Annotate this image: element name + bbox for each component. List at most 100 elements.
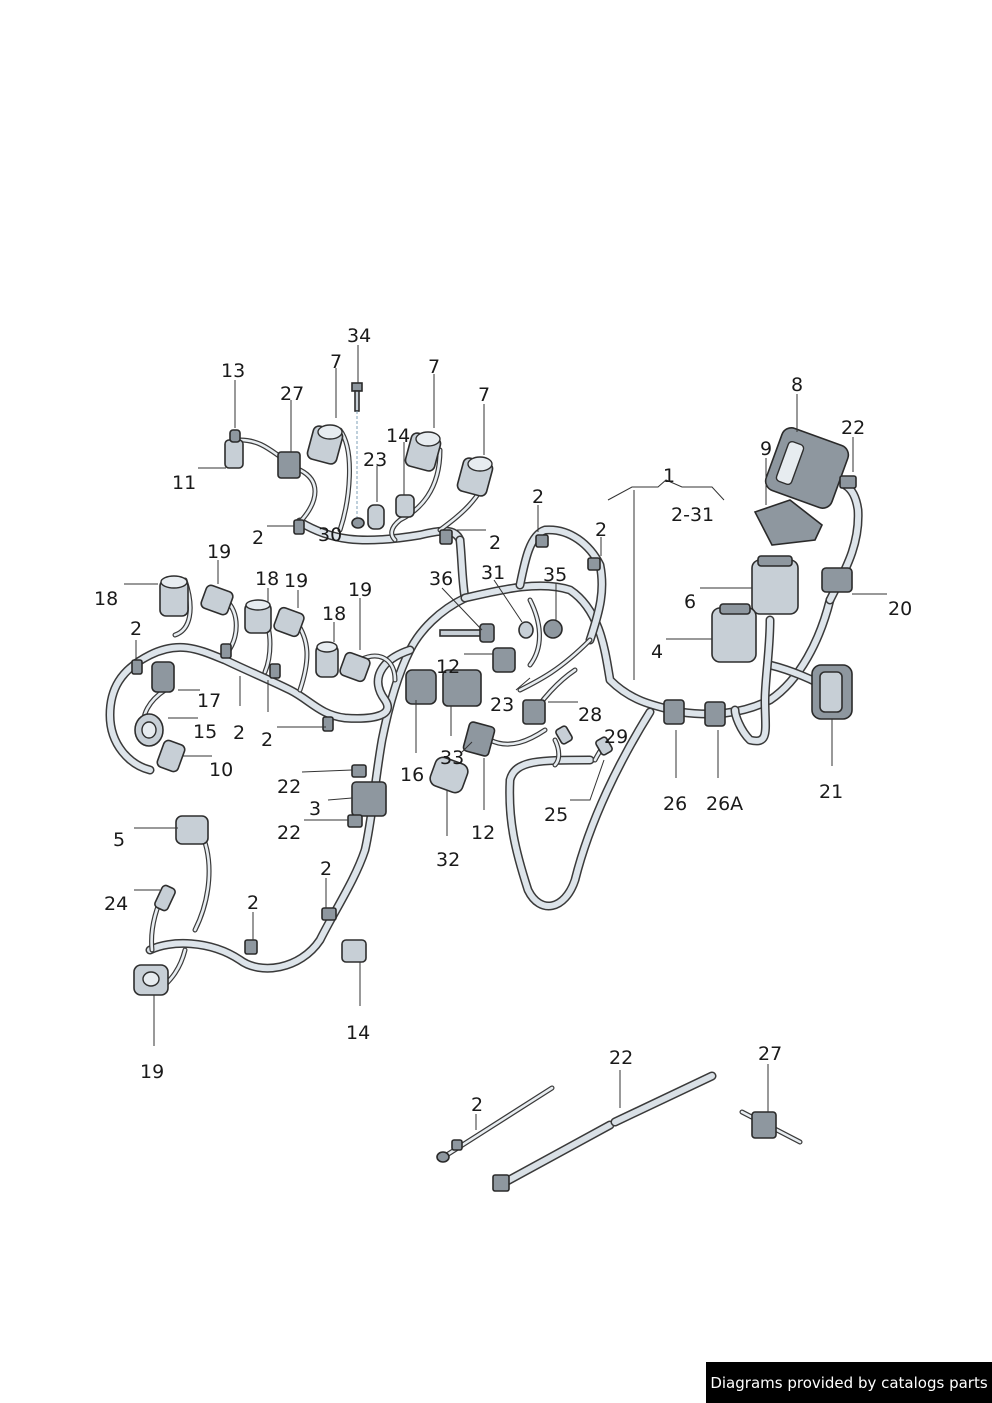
callout-2e: 2 xyxy=(130,618,142,640)
sensor-14 xyxy=(395,494,415,518)
loose-clip-2 xyxy=(436,1085,555,1163)
callout-8: 8 xyxy=(791,374,803,396)
callout-11: 11 xyxy=(172,472,196,494)
callout-18b: 18 xyxy=(255,568,279,590)
callout-10: 10 xyxy=(209,759,233,781)
callout-12a: 12 xyxy=(436,656,460,678)
components xyxy=(131,382,857,1192)
callout-22b: 22 xyxy=(277,776,301,798)
callout-14a: 14 xyxy=(386,425,410,447)
callout-27: 27 xyxy=(280,383,304,405)
cover-9 xyxy=(753,499,823,546)
callout-22d: 22 xyxy=(609,1047,633,1069)
callout-24: 24 xyxy=(104,893,128,915)
callout-19b: 19 xyxy=(284,570,308,592)
callout-2i: 2 xyxy=(247,892,259,914)
callout-1: 1 xyxy=(663,465,675,487)
tie-22b xyxy=(347,814,363,828)
callout-13: 13 xyxy=(221,360,245,382)
connector-26a xyxy=(704,701,726,727)
callout-17: 17 xyxy=(197,690,221,712)
callout-7a: 7 xyxy=(330,351,342,373)
connector-14 xyxy=(341,939,367,963)
callout-18c: 18 xyxy=(322,603,346,625)
brackets-2 xyxy=(131,519,601,955)
callout-27b: 27 xyxy=(758,1043,782,1065)
sensor-10 xyxy=(156,739,186,773)
connector-26 xyxy=(663,699,685,725)
clip-30 xyxy=(351,517,365,529)
callout-35: 35 xyxy=(543,564,567,586)
ignition-coil-7a xyxy=(306,424,344,465)
callout-3: 3 xyxy=(309,798,321,820)
callout-2c: 2 xyxy=(532,486,544,508)
callout-9: 9 xyxy=(760,438,772,460)
callout-2g: 2 xyxy=(261,729,273,751)
callout-36: 36 xyxy=(429,568,453,590)
callout-33: 33 xyxy=(440,747,464,769)
callout-2d: 2 xyxy=(595,519,607,541)
callout-23a: 23 xyxy=(363,449,387,471)
callout-18a: 18 xyxy=(94,588,118,610)
connector-5 xyxy=(175,815,209,845)
terminal-24 xyxy=(154,884,176,912)
sensor-29 xyxy=(595,736,613,756)
callout-6: 6 xyxy=(684,591,696,613)
tie-22a xyxy=(351,764,367,778)
clip-27 xyxy=(739,1109,803,1145)
callout-26a: 26A xyxy=(706,793,743,815)
ignition-coil-7c xyxy=(456,456,494,497)
callout-2j: 2 xyxy=(471,1094,483,1116)
callout-16: 16 xyxy=(400,764,424,786)
sensor-19b xyxy=(273,606,305,638)
callout-2b: 2 xyxy=(489,532,501,554)
sensor-15 xyxy=(134,713,164,747)
attribution-text: Diagrams provided by catalogs parts xyxy=(710,1373,988,1392)
relay-6 xyxy=(751,555,799,615)
sensor-18a xyxy=(159,575,189,617)
callout-20: 20 xyxy=(888,598,912,620)
sensor-19c xyxy=(339,651,371,683)
callout-7b: 7 xyxy=(428,356,440,378)
cover-12 xyxy=(442,669,482,707)
sensor-13 xyxy=(224,429,244,469)
callout-34: 34 xyxy=(347,325,371,347)
callout-25: 25 xyxy=(544,804,568,826)
terminal-25 xyxy=(555,725,573,745)
callout-labels: 34 13 27 7 7 7 14 23 11 2 30 2 1 2-31 2 … xyxy=(94,325,912,1116)
callout-28: 28 xyxy=(578,704,602,726)
callout-21: 21 xyxy=(819,781,843,803)
tie-22c xyxy=(839,475,857,489)
callout-4: 4 xyxy=(651,641,663,663)
connector-12b xyxy=(462,721,496,757)
sensor-17 xyxy=(151,661,175,693)
connector-27 xyxy=(277,451,301,479)
ring-terminal-31 xyxy=(518,621,534,639)
connector-21 xyxy=(811,664,853,720)
attribution-banner: Diagrams provided by catalogs parts xyxy=(706,1362,992,1403)
callout-2f: 2 xyxy=(233,722,245,744)
callout-2-31: 2-31 xyxy=(671,504,714,526)
callout-12b: 12 xyxy=(471,822,495,844)
callout-22a: 22 xyxy=(841,417,865,439)
callout-2a: 2 xyxy=(252,527,264,549)
connector-32 xyxy=(429,756,469,794)
callout-32: 32 xyxy=(436,849,460,871)
callout-14b: 14 xyxy=(346,1022,370,1044)
callout-31: 31 xyxy=(481,562,505,584)
nut-35 xyxy=(543,619,563,639)
callout-19d: 19 xyxy=(140,1061,164,1083)
bolt-34 xyxy=(351,382,363,412)
cable-tie-22 xyxy=(492,1071,717,1192)
callout-22c: 22 xyxy=(277,822,301,844)
callout-15: 15 xyxy=(193,721,217,743)
sensor-18c xyxy=(315,641,339,678)
connector-12a xyxy=(492,647,516,673)
callout-19c: 19 xyxy=(348,579,372,601)
callout-26: 26 xyxy=(663,793,687,815)
callout-30: 30 xyxy=(318,524,342,546)
sensor-19d xyxy=(133,964,169,996)
relay-4 xyxy=(711,603,757,663)
callout-23b: 23 xyxy=(490,694,514,716)
